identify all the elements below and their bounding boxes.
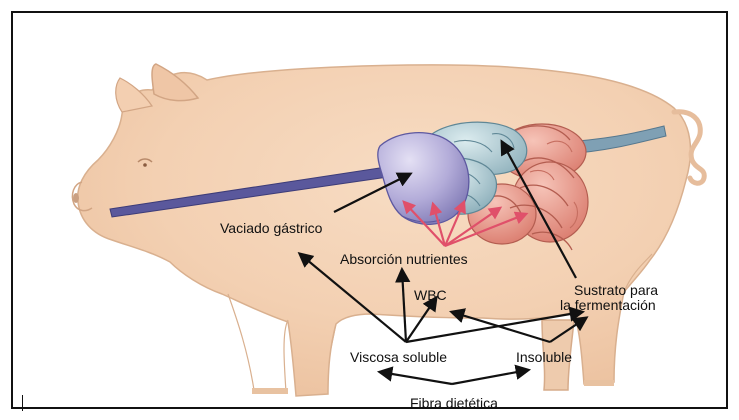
label-fermentation-substrate-1: Sustrato para — [574, 282, 658, 298]
label-fermentation-substrate-2: la fermentación — [560, 297, 656, 313]
label-nutrient-absorption: Absorción nutrientes — [340, 251, 468, 267]
label-dietary-fiber: Fibra dietética — [410, 395, 498, 409]
label-insoluble: Insoluble — [516, 349, 572, 365]
label-wbc: WBC — [414, 287, 447, 303]
pig-digestive-diagram: Vaciado gástrico Absorción nutrientes WB… — [13, 13, 728, 409]
label-viscous-soluble: Viscosa soluble — [350, 349, 447, 365]
label-gastric-emptying: Vaciado gástrico — [220, 220, 323, 236]
pig-body — [72, 64, 704, 396]
text-cursor — [22, 395, 23, 411]
diagram-frame: Vaciado gástrico Absorción nutrientes WB… — [11, 11, 728, 409]
